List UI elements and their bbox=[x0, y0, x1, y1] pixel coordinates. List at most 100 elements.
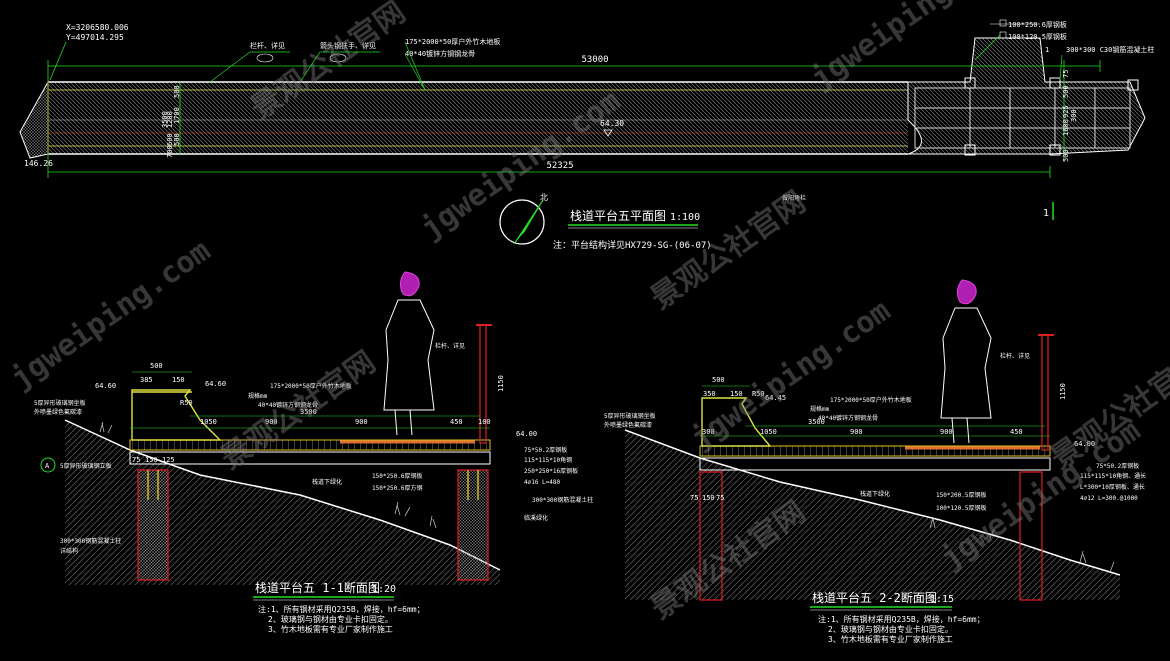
svg-text:临溪绿化: 临溪绿化 bbox=[524, 514, 548, 522]
svg-text:64.60: 64.60 bbox=[205, 380, 226, 388]
svg-text:450: 450 bbox=[1010, 428, 1023, 436]
s2-person-figure bbox=[940, 279, 992, 444]
s1-dims: 500 385 150 64.60 64.60 R50 3500 1050 90… bbox=[95, 362, 537, 464]
svg-text:1600: 1600 bbox=[1062, 119, 1070, 136]
plan-title: 栈道平台五平面图 bbox=[570, 208, 666, 223]
s1-section-mark-a-label: A bbox=[45, 462, 50, 470]
svg-text:385: 385 bbox=[140, 376, 153, 384]
svg-text:500: 500 bbox=[712, 376, 725, 384]
svg-text:75*50.2厚钢板: 75*50.2厚钢板 bbox=[524, 446, 567, 454]
svg-text:箭头钢扶手、详见: 箭头钢扶手、详见 bbox=[320, 41, 376, 50]
svg-text:1050: 1050 bbox=[200, 418, 217, 426]
watermark-text: 景观公社官网 bbox=[215, 345, 383, 477]
svg-text:4⌀12 L=300.@1000: 4⌀12 L=300.@1000 bbox=[1080, 495, 1138, 502]
svg-text:2、玻璃钢与钢材由专业卡扣固定。: 2、玻璃钢与钢材由专业卡扣固定。 bbox=[828, 624, 953, 634]
s1-column-rebar bbox=[147, 470, 479, 500]
s1-scale: 1:20 bbox=[372, 584, 396, 595]
svg-text:1150: 1150 bbox=[497, 375, 505, 392]
svg-text:64.60: 64.60 bbox=[95, 382, 116, 390]
svg-text:栈道下绿化: 栈道下绿化 bbox=[860, 490, 890, 498]
svg-text:75: 75 bbox=[690, 494, 698, 502]
plan-dim-top: 53000 bbox=[581, 55, 608, 65]
svg-text:150: 150 bbox=[702, 494, 715, 502]
svg-text:150*250.6厚方钢: 150*250.6厚方钢 bbox=[372, 484, 423, 492]
north-arrow: 北 bbox=[499, 193, 548, 245]
s2-column-left bbox=[699, 471, 723, 601]
plan-dim-ticks bbox=[47, 60, 1101, 178]
watermark-text: jgweiping.com bbox=[685, 293, 897, 456]
svg-text:注:1、所有钢材采用Q235B，焊接，hf=6mm；: 注:1、所有钢材采用Q235B，焊接，hf=6mm； bbox=[818, 614, 985, 624]
svg-text:175*2000*50厚户外竹木地板: 175*2000*50厚户外竹木地板 bbox=[270, 382, 352, 390]
plan-dim-bottom: 52325 bbox=[546, 161, 573, 171]
plan-coord-leader bbox=[49, 41, 67, 81]
s2-deck bbox=[699, 445, 1051, 457]
svg-text:4⌀16 L=480: 4⌀16 L=480 bbox=[524, 479, 561, 486]
svg-text:100*250.6厚钢板: 100*250.6厚钢板 bbox=[1008, 20, 1067, 29]
svg-text:R50: R50 bbox=[752, 390, 765, 398]
north-arrow-icon bbox=[513, 199, 544, 245]
svg-text:100: 100 bbox=[478, 418, 491, 426]
svg-text:150*250.6厚钢板: 150*250.6厚钢板 bbox=[372, 472, 423, 480]
svg-text:500: 500 bbox=[150, 362, 163, 370]
svg-text:3、竹木地板需有专业厂家制作施工: 3、竹木地板需有专业厂家制作施工 bbox=[268, 624, 393, 634]
plan-left-dims: 3500 500 1700 500 1200 600 700 bbox=[161, 85, 181, 158]
s2-column-right bbox=[1019, 471, 1043, 601]
svg-text:500: 500 bbox=[173, 133, 181, 146]
svg-text:注:1、所有钢材采用Q235B，焊接，hf=6mm；: 注:1、所有钢材采用Q235B，焊接，hf=6mm； bbox=[258, 604, 425, 614]
svg-text:5厚异形玻璃钢坐板: 5厚异形玻璃钢坐板 bbox=[34, 399, 86, 407]
s2-labels: 5厚异形玻璃钢坐板 外喷墨绿色氟碳漆 175*2000*50厚户外竹木地板 规格… bbox=[604, 352, 1146, 512]
s2-slope-line bbox=[624, 429, 1121, 576]
plan-level-marker-icon bbox=[603, 129, 613, 137]
svg-text:175*2000*50厚户外竹木地板: 175*2000*50厚户外竹木地板 bbox=[405, 37, 500, 46]
svg-text:925: 925 bbox=[1062, 105, 1070, 118]
plan-right-platform bbox=[907, 37, 1146, 155]
s1-title: 栈道平台五 1-1断面图 bbox=[255, 580, 380, 595]
svg-text:250*250*16厚钢板: 250*250*16厚钢板 bbox=[524, 467, 578, 475]
s2-grass bbox=[929, 517, 1115, 573]
svg-text:1: 1 bbox=[1045, 46, 1049, 54]
svg-text:40*40镀锌方钢钢龙骨: 40*40镀锌方钢钢龙骨 bbox=[405, 49, 475, 58]
svg-text:150: 150 bbox=[145, 456, 158, 464]
s2-notes: 注:1、所有钢材采用Q235B，焊接，hf=6mm； 2、玻璃钢与钢材由专业卡扣… bbox=[818, 614, 985, 644]
s1-notes: 注:1、所有钢材采用Q235B，焊接，hf=6mm； 2、玻璃钢与钢材由专业卡扣… bbox=[258, 604, 425, 634]
svg-text:350: 350 bbox=[703, 390, 716, 398]
svg-text:外喷墨绿色氟碳漆: 外喷墨绿色氟碳漆 bbox=[604, 421, 652, 429]
plan-right-dims: 75 500 925 1600 300 500 bbox=[1062, 60, 1078, 162]
s1-person-figure bbox=[383, 271, 435, 436]
svg-text:40*40镀锌方钢钢龙骨: 40*40镀锌方钢钢龙骨 bbox=[258, 401, 318, 409]
svg-text:栏杆、详见: 栏杆、详见 bbox=[435, 342, 465, 350]
svg-text:125: 125 bbox=[162, 456, 175, 464]
svg-text:R50: R50 bbox=[180, 399, 193, 407]
svg-text:64.45: 64.45 bbox=[765, 394, 786, 402]
svg-text:500: 500 bbox=[1062, 149, 1070, 162]
svg-text:1700: 1700 bbox=[173, 107, 181, 124]
s1-beam bbox=[129, 451, 491, 465]
s1-labels: 5厚异形玻璃钢坐板 外喷墨绿色氟碳漆 5厚异形玻璃钢立板 175*2000*50… bbox=[34, 342, 593, 555]
svg-text:300*300 C30钢筋混凝土柱: 300*300 C30钢筋混凝土柱 bbox=[1066, 45, 1154, 54]
svg-text:300*300钢筋混凝土柱: 300*300钢筋混凝土柱 bbox=[60, 537, 121, 545]
svg-text:5厚异形玻璃钢立板: 5厚异形玻璃钢立板 bbox=[60, 462, 112, 470]
plan-coord-y: Y=497014.295 bbox=[66, 33, 124, 42]
plan-corner-level: 146.26 bbox=[24, 159, 53, 168]
svg-text:75: 75 bbox=[1062, 70, 1070, 78]
plan-small-note: 做阳角栏 bbox=[782, 194, 806, 202]
plan-coord-x: X=3206580.006 bbox=[66, 23, 129, 32]
s2-title: 栈道平台五 2-2断面图 bbox=[812, 590, 937, 605]
svg-text:1050: 1050 bbox=[760, 428, 777, 436]
svg-text:1200: 1200 bbox=[166, 111, 174, 128]
svg-text:75*50.2厚钢板: 75*50.2厚钢板 bbox=[1096, 462, 1139, 470]
svg-text:150: 150 bbox=[172, 376, 185, 384]
svg-text:3500: 3500 bbox=[161, 111, 169, 128]
svg-text:栏杆、详见: 栏杆、详见 bbox=[250, 41, 285, 50]
svg-text:100*120.5厚钢板: 100*120.5厚钢板 bbox=[936, 504, 987, 512]
svg-text:700: 700 bbox=[166, 145, 174, 158]
svg-text:500: 500 bbox=[173, 85, 181, 98]
svg-text:900: 900 bbox=[355, 418, 368, 426]
svg-text:3500: 3500 bbox=[300, 408, 317, 416]
svg-text:L*300*10厚钢板、通长: L*300*10厚钢板、通长 bbox=[1080, 483, 1145, 491]
section-2-2: 500 350 150 64.45 R50 3500 300 1050 900 … bbox=[604, 279, 1146, 644]
plan-structure-note: 注：平台结构详见HX729-SG-(06-07) bbox=[553, 239, 712, 251]
s2-slope-ground bbox=[625, 430, 1120, 600]
svg-text:详结构: 详结构 bbox=[60, 547, 78, 555]
